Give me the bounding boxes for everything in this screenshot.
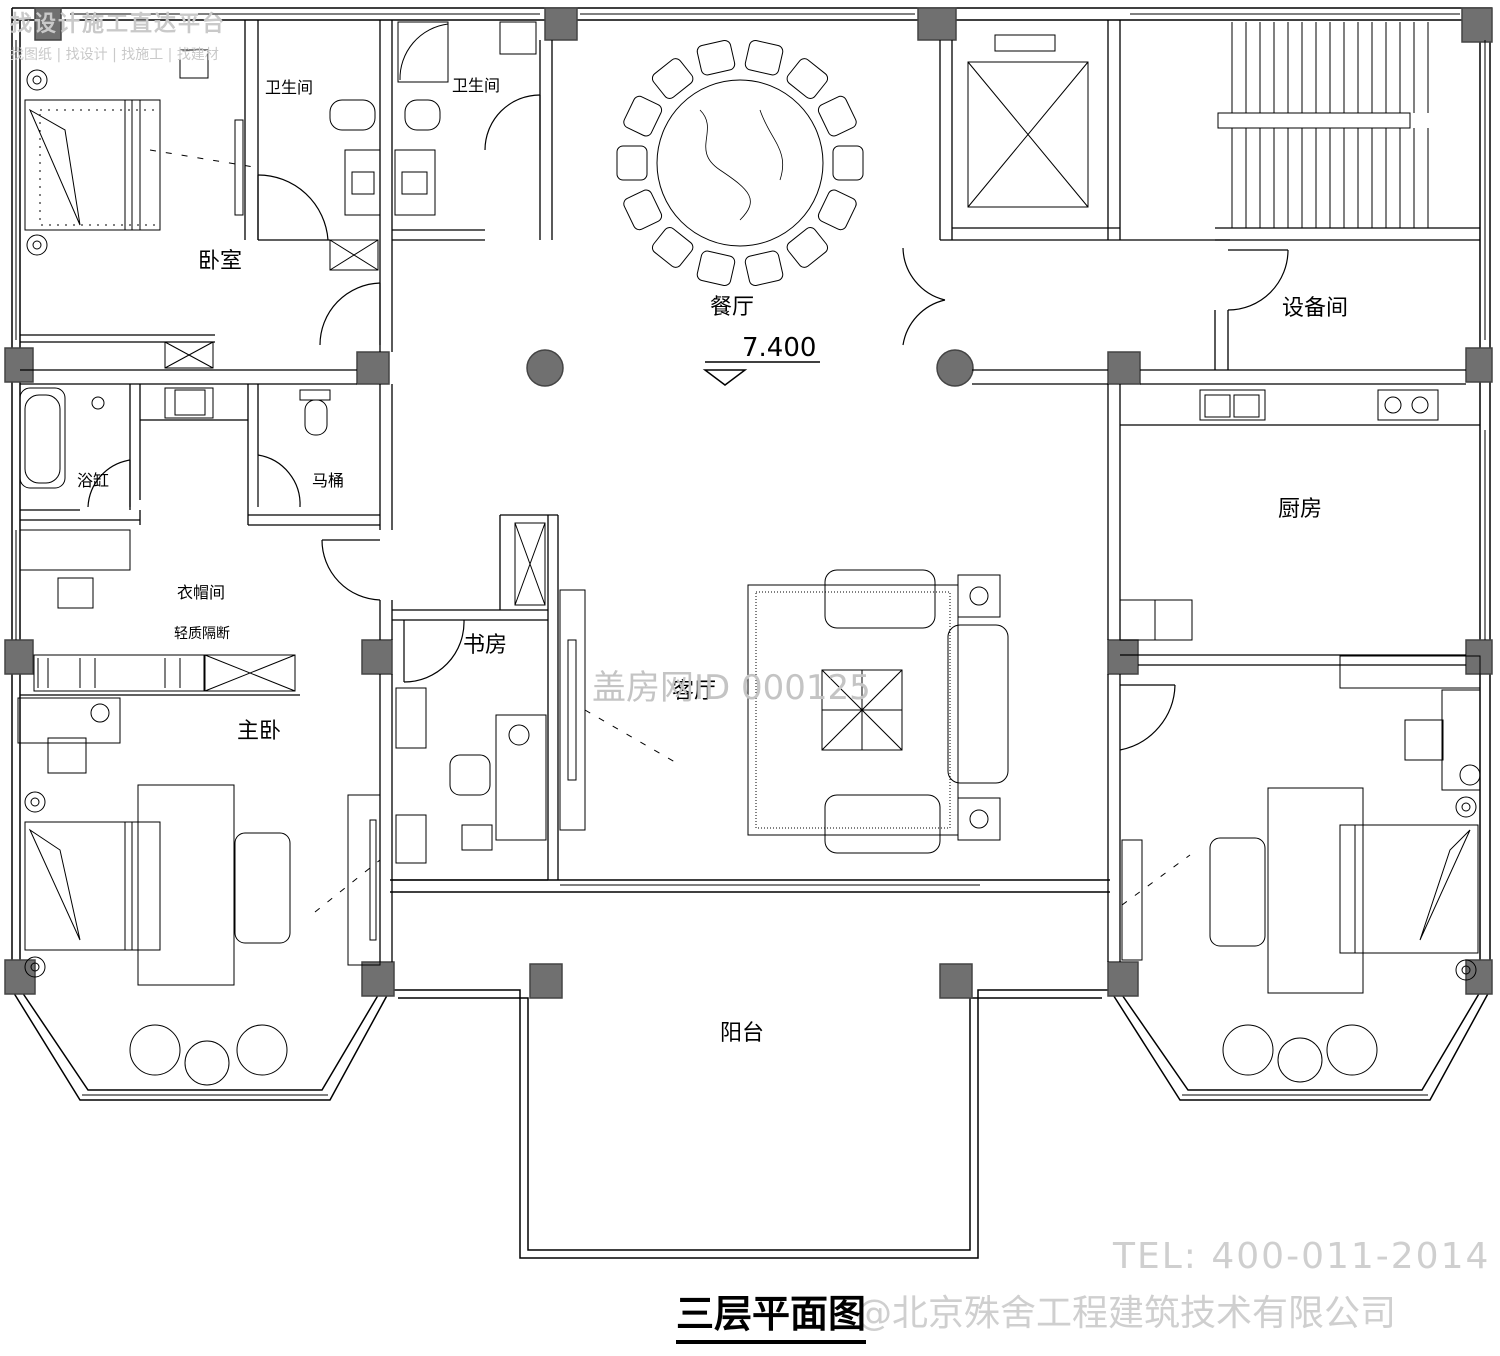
- label-master-bedroom: 主卧: [237, 719, 281, 744]
- staircase: [1231, 22, 1429, 228]
- top-watermark: 找设计施工直达平台 找图纸 | 找设计 | 找施工 | 找建材: [10, 6, 226, 64]
- dining-chair: [786, 58, 829, 99]
- watermark-line-2: 找图纸 | 找设计 | 找施工 | 找建材: [10, 47, 219, 63]
- room-labels: 卧室 卫生间 卫生间 餐厅 设备间 浴缸 马桶 厨房 衣帽间 轻质隔断 书房 客…: [77, 76, 1348, 1046]
- company-watermark: @北京殊舍工程建筑技术有限公司: [856, 1293, 1397, 1334]
- label-balcony: 阳台: [720, 1021, 764, 1046]
- structural-columns: [4, 7, 1493, 999]
- interior-walls: [20, 20, 1480, 962]
- label-bathtub: 浴缸: [77, 471, 109, 490]
- label-kitchen: 厨房: [1278, 497, 1322, 522]
- elevation-marker: [702, 361, 820, 386]
- label-study: 书房: [463, 633, 507, 658]
- dining-chair: [744, 39, 784, 76]
- watermark-line-1: 找设计施工直达平台: [10, 12, 227, 37]
- label-cloakroom: 衣帽间: [177, 583, 225, 602]
- dining-chair: [623, 189, 663, 231]
- dining-chair: [696, 39, 736, 76]
- label-partition: 轻质隔断: [174, 626, 230, 642]
- plan-title: 三层平面图: [676, 1283, 867, 1344]
- phone-watermark: TEL: 400-011-2014: [1113, 1236, 1491, 1277]
- outer-walls: [11, 7, 1492, 1259]
- dining-chair: [744, 250, 784, 287]
- label-bedroom: 卧室: [198, 249, 242, 274]
- dining-chair: [817, 95, 857, 137]
- label-living: 客厅: [672, 679, 716, 704]
- level-value: 7.400: [742, 333, 816, 363]
- dining-chair: [616, 145, 648, 181]
- dining-chair: [696, 250, 736, 287]
- doors: [87, 94, 1289, 751]
- dining-chair: [623, 95, 663, 137]
- dining-chairs: [616, 39, 864, 287]
- center-watermark: 盖房网ID 000125: [592, 668, 871, 708]
- label-toilet: 马桶: [312, 471, 344, 490]
- dining-chair: [651, 58, 694, 99]
- label-dining: 餐厅: [710, 295, 754, 320]
- label-equipment: 设备间: [1282, 296, 1348, 321]
- dining-chair: [786, 227, 829, 268]
- dining-chair: [832, 145, 864, 181]
- windows: [15, 13, 1486, 640]
- furniture: [17, 21, 1481, 1086]
- label-bathroom-1: 卫生间: [265, 78, 313, 97]
- dining-chair: [651, 227, 694, 268]
- dining-chair: [817, 189, 857, 231]
- label-bathroom-2: 卫生间: [452, 76, 500, 95]
